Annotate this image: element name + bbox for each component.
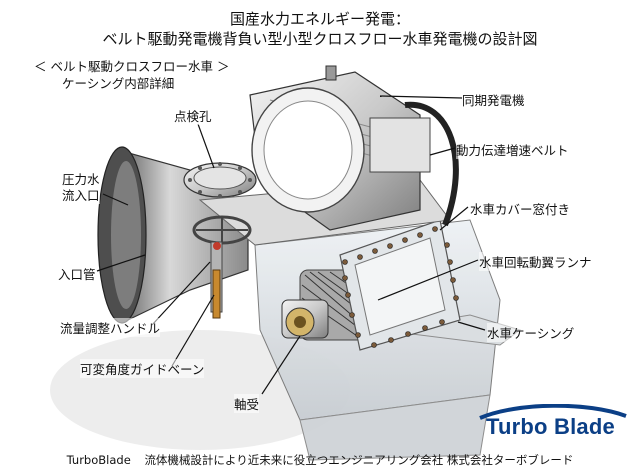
page-title-line1: 国産水力エネルギー発電： [229,10,410,28]
runner-cover-window [339,219,461,351]
footer-text: 流体機械設計により近未来に役立つエンジニアリング会社 株式会社ターボブレード [144,453,574,467]
drive-belt [404,101,459,227]
footer: TurboBlade 流体機械設計により近未来に役立つエンジニアリング会社 株式… [0,452,640,468]
page-title-line2: ベルト駆動発電機背負い型小型クロスフロー水車発電機の設計図 [102,30,538,48]
label-pressure-inlet: 圧力水 流入口 [62,172,100,204]
turboblade-logo: Turbo Blade [478,403,628,444]
label-casing: 水車ケーシング [487,323,575,342]
subtitle-line2: ケーシング内部詳細 [62,76,175,91]
logo-text: Turbo Blade [486,414,615,439]
label-inlet-pipe: 入口管 [58,264,96,283]
subtitle-line1: ＜ ベルト駆動クロスフロー水車 ＞ [34,59,230,74]
label-bearing: 軸受 [234,394,260,413]
flow-handwheel [192,215,252,245]
generator [249,65,431,231]
inspection-hole-flange [183,162,257,198]
label-runner-cover: 水車カバー窓付き [470,199,571,218]
handle-spindle [210,241,223,319]
label-inspection-hole: 点検孔 [174,106,212,125]
footer-brand: TurboBlade [66,453,131,467]
label-belt: 動力伝達増速ベルト [456,140,569,159]
logo-swoosh-icon [479,403,627,420]
bearing-housing [281,299,329,339]
label-guide-vane: 可変角度ガイドベーン [80,359,205,378]
label-flow-handle: 流量調整ハンドル [60,318,161,337]
section-heading: ＜ ベルト駆動クロスフロー水車 ＞ ケーシング内部詳細 [34,58,229,92]
label-runner: 水車回転動翼ランナ [479,252,592,271]
label-generator: 同期発電機 [462,90,525,109]
cover-bolts [342,226,459,348]
label-leader-lines [96,95,486,395]
